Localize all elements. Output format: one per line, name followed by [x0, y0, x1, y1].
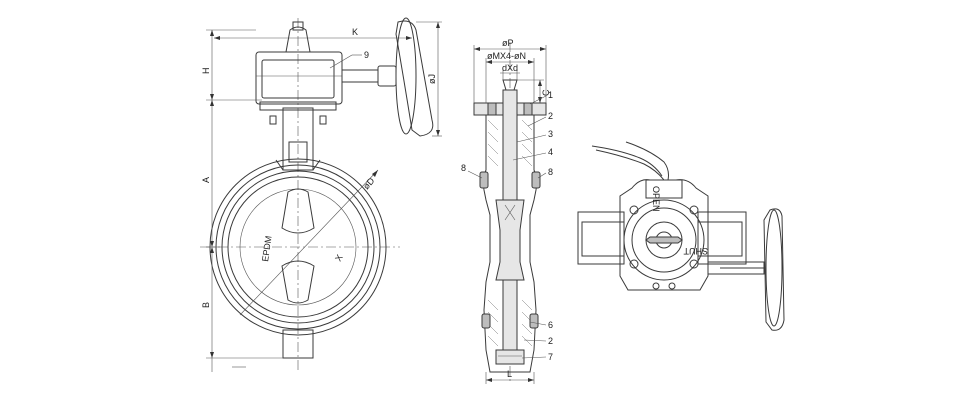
part-7: 7: [548, 352, 553, 362]
dim-x: X: [333, 253, 345, 263]
part-2-lower: 2: [548, 336, 553, 346]
shut-label: SHUT: [683, 246, 708, 256]
position-pointer: [645, 236, 683, 244]
dim-j: øJ: [427, 74, 437, 84]
part-6: 6: [548, 320, 553, 330]
actuator-housing: [619, 179, 709, 291]
dim-c: C: [541, 89, 551, 96]
dim-l: L: [507, 369, 512, 379]
side-handwheel[interactable]: [763, 208, 785, 331]
part-8-left: 8: [461, 163, 466, 173]
position-indicator: [285, 26, 311, 53]
side-section-view: øP øMX4-øN dXd C L 1 2 3 4: [461, 38, 553, 384]
bottom-plug: [495, 349, 525, 365]
lower-stem: [502, 279, 518, 351]
liner-label: EPDM: [260, 235, 274, 262]
part-9-label: 9: [364, 50, 369, 60]
dim-d: øD: [361, 175, 377, 191]
front-view: K H A B øJ øD X EPDM 9: [200, 17, 442, 372]
actuator-top-view: OPEN SHUT: [577, 141, 785, 331]
part-2-upper: 2: [548, 111, 553, 121]
body-neck: [282, 107, 314, 171]
dim-h: H: [201, 68, 211, 75]
dim-a: A: [201, 177, 211, 183]
disc-upper: [281, 188, 315, 234]
dim-p: øP: [502, 38, 514, 48]
dim-dxd: dXd: [502, 63, 518, 73]
open-label: OPEN: [651, 186, 661, 212]
disc-hub: [495, 199, 525, 281]
dim-b: B: [201, 302, 211, 308]
handwheel-shaft: [341, 69, 379, 83]
part-1: 1: [548, 90, 553, 100]
upper-stem: [502, 89, 518, 201]
disc-lower: [281, 260, 315, 304]
part-3: 3: [548, 129, 553, 139]
part-4: 4: [548, 147, 553, 157]
dim-m-n: øMX4-øN: [487, 51, 526, 61]
part-8-right: 8: [548, 167, 553, 177]
dim-k: K: [352, 27, 358, 37]
bottom-stub: [282, 329, 314, 359]
handwheel[interactable]: [395, 20, 434, 137]
